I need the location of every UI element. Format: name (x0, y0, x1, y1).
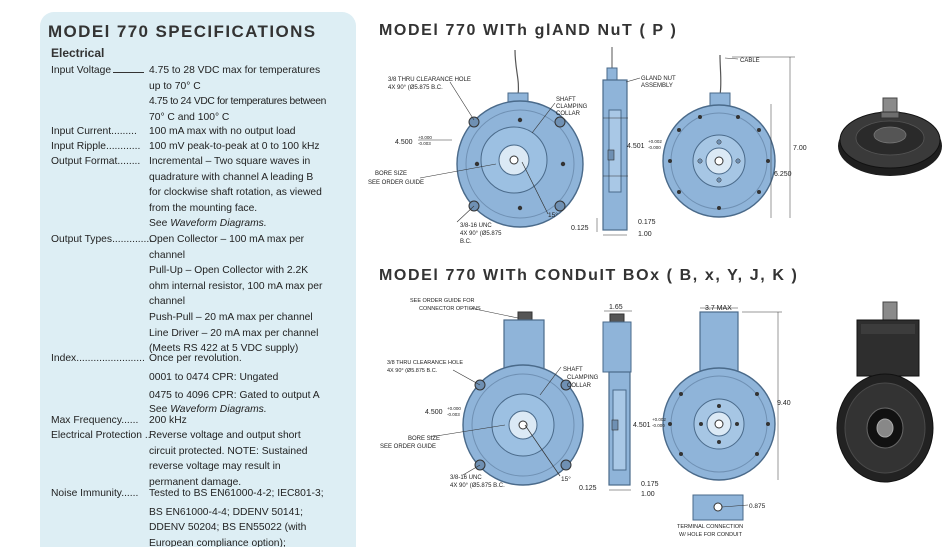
d1-dim-0125: 0.125 (571, 225, 589, 232)
d2-order-label: SEE ORDER GUIDE FOR (410, 298, 475, 304)
d1-shaft-label: SHAFT (556, 97, 576, 103)
d2-terminal-label-2: W/ HOLE FOR CONDUIT (679, 532, 743, 538)
d1-thru-hole-label-2: 4X 90° (Ø5.875 B.C. (388, 85, 443, 91)
d1-tol-up: +0.000 (418, 135, 432, 140)
d1-tol2-up: +0.002 (648, 139, 662, 144)
spec-panel (40, 12, 356, 547)
d2-unc-label: 3/8-16 UNC (450, 475, 482, 481)
d1-bore-label: BORE SIZE (375, 171, 407, 177)
d1-unc-label-2: 4X 90° (Ø5.875 (460, 231, 502, 237)
d1-gland-label: GLAND NUT (641, 76, 676, 82)
d2-bore-label: BORE SIZE (408, 436, 440, 442)
encoder-photo-conduit-box (836, 301, 934, 483)
d1-thru-hole-label: 3/8 THRU CLEARANCE HOLE (388, 77, 471, 83)
d1-unc-label: 3/8-16 UNC (460, 223, 492, 229)
d2-thru-hole-label-2: 4X 90° (Ø5.875 B.C. (387, 368, 438, 374)
d1-gland-label-2: ASSEMBLY (641, 83, 673, 89)
d2-unc-label-2: 4X 90° (Ø5.875 B.C. (450, 483, 505, 489)
diagram1-front-view (418, 49, 584, 228)
d1-dim-4501: 4.501 (627, 143, 645, 150)
d1-tol2-down: -0.000 (648, 145, 661, 150)
spec-title: MODEl 770 SPECIFICATIONS (48, 22, 317, 41)
d2-dim-940: 9.40 (777, 400, 791, 407)
d2-dim-4500: 4.500 (425, 409, 443, 416)
d2-dim-165: 1.65 (609, 304, 623, 311)
d1-dim-6250: 6.250 (774, 171, 792, 178)
d2-tol2-up: +0.002 (652, 417, 666, 422)
d2-tol-up: +0.000 (447, 406, 461, 411)
d2-dim-0125: 0.125 (579, 485, 597, 492)
d2-thru-hole-label: 3/8 THRU CLEARANCE HOLE (387, 360, 463, 366)
d2-bore-label-2: SEE ORDER GUIDE (380, 444, 436, 450)
d2-shaft-label-3: COLLAR (567, 383, 592, 389)
d2-order-label-2: CONNECTOR OPTIONS (419, 306, 481, 312)
d1-shaft-label-2: CLAMPING (556, 104, 588, 110)
spec-section-heading: Electrical (51, 46, 105, 60)
d1-dim-100: 1.00 (638, 231, 652, 238)
waveform-diagrams-link[interactable]: Waveform Diagrams. (170, 403, 267, 415)
d1-dim-0175: 0.175 (638, 219, 656, 226)
d2-dim-4501: 4.501 (633, 422, 651, 429)
diagram1-back-view (662, 54, 795, 218)
diagram2-back-view (662, 307, 782, 521)
d2-dim-100: 1.00 (641, 491, 655, 498)
waveform-diagrams-link[interactable]: Waveform Diagrams. (170, 218, 267, 230)
diagram2-title: MODEl 770 WITh CONDuIT BOx ( B, x, Y, J,… (379, 267, 799, 284)
d2-dim-37max: 3.7 MAX (705, 305, 732, 312)
d1-shaft-label-3: COLLAR (556, 111, 581, 117)
d1-dim-4500: 4.500 (395, 139, 413, 146)
diagram2-front-view (429, 307, 584, 486)
d1-bore-label-2: SEE ORDER GUIDE (368, 180, 424, 186)
d2-dim-0175: 0.175 (641, 481, 659, 488)
d2-shaft-label-2: CLAMPING (567, 375, 599, 381)
d2-terminal-label: TERMINAL CONNECTION (677, 524, 743, 530)
d1-dim-700: 7.00 (793, 145, 807, 152)
d2-tol2-down: -0.000 (652, 423, 665, 428)
diagram2-side-view (602, 310, 632, 491)
d2-dim-0875: 0.875 (749, 503, 766, 510)
d1-cable-label: CABLE (740, 58, 760, 64)
d2-angle: 15° (561, 475, 571, 483)
d2-shaft-label: SHAFT (563, 367, 583, 373)
d1-tol-down: -0.003 (418, 141, 431, 146)
diagram1-title: MODEl 770 WITh glAND NuT ( P ) (379, 22, 678, 39)
diagram1-side-view (596, 47, 641, 236)
d2-tol-down: -0.003 (447, 412, 460, 417)
d1-unc-label-3: B.C. (460, 239, 472, 245)
d1-angle: 15° (548, 211, 558, 219)
encoder-photo-gland-nut (838, 97, 942, 176)
